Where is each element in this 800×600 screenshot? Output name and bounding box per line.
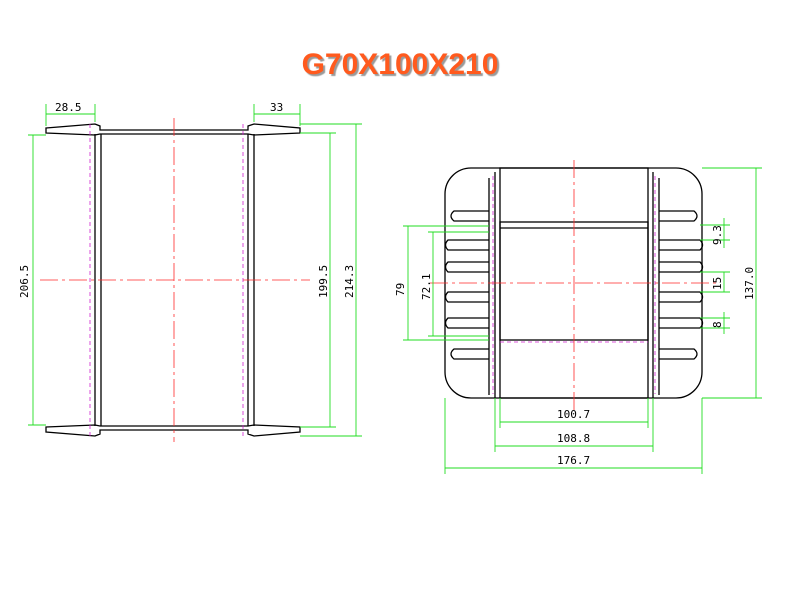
bottom-flange <box>45 424 301 437</box>
dim-total-height: 214.3 <box>343 265 356 298</box>
drawing-title: G70X100X210 <box>301 48 499 81</box>
dim-core-width: 100.7 <box>557 408 590 421</box>
top-flange <box>45 123 301 136</box>
dim-inner-height: 199.5 <box>317 265 330 298</box>
dim-slot-pitch: 15 <box>711 277 724 290</box>
dim-flange-left: 28.5 <box>55 101 82 114</box>
dim-window-inner: 72.1 <box>420 274 433 301</box>
dim-front-total-width: 176.7 <box>557 454 590 467</box>
dim-window-outer: 79 <box>394 283 407 296</box>
dim-fin-thickness: 8 <box>711 321 724 328</box>
side-view: 28.5 33 206.5 199.5 214.3 <box>18 101 362 442</box>
dim-flange-right: 33 <box>270 101 283 114</box>
front-view: 79 72.1 9.3 15 8 137.0 100.7 <box>394 160 762 474</box>
dim-fin-pitch: 9.3 <box>711 225 724 245</box>
dim-outer-height: 206.5 <box>18 265 31 298</box>
dim-core-outer-width: 108.8 <box>557 432 590 445</box>
dim-front-total-height: 137.0 <box>743 267 756 300</box>
